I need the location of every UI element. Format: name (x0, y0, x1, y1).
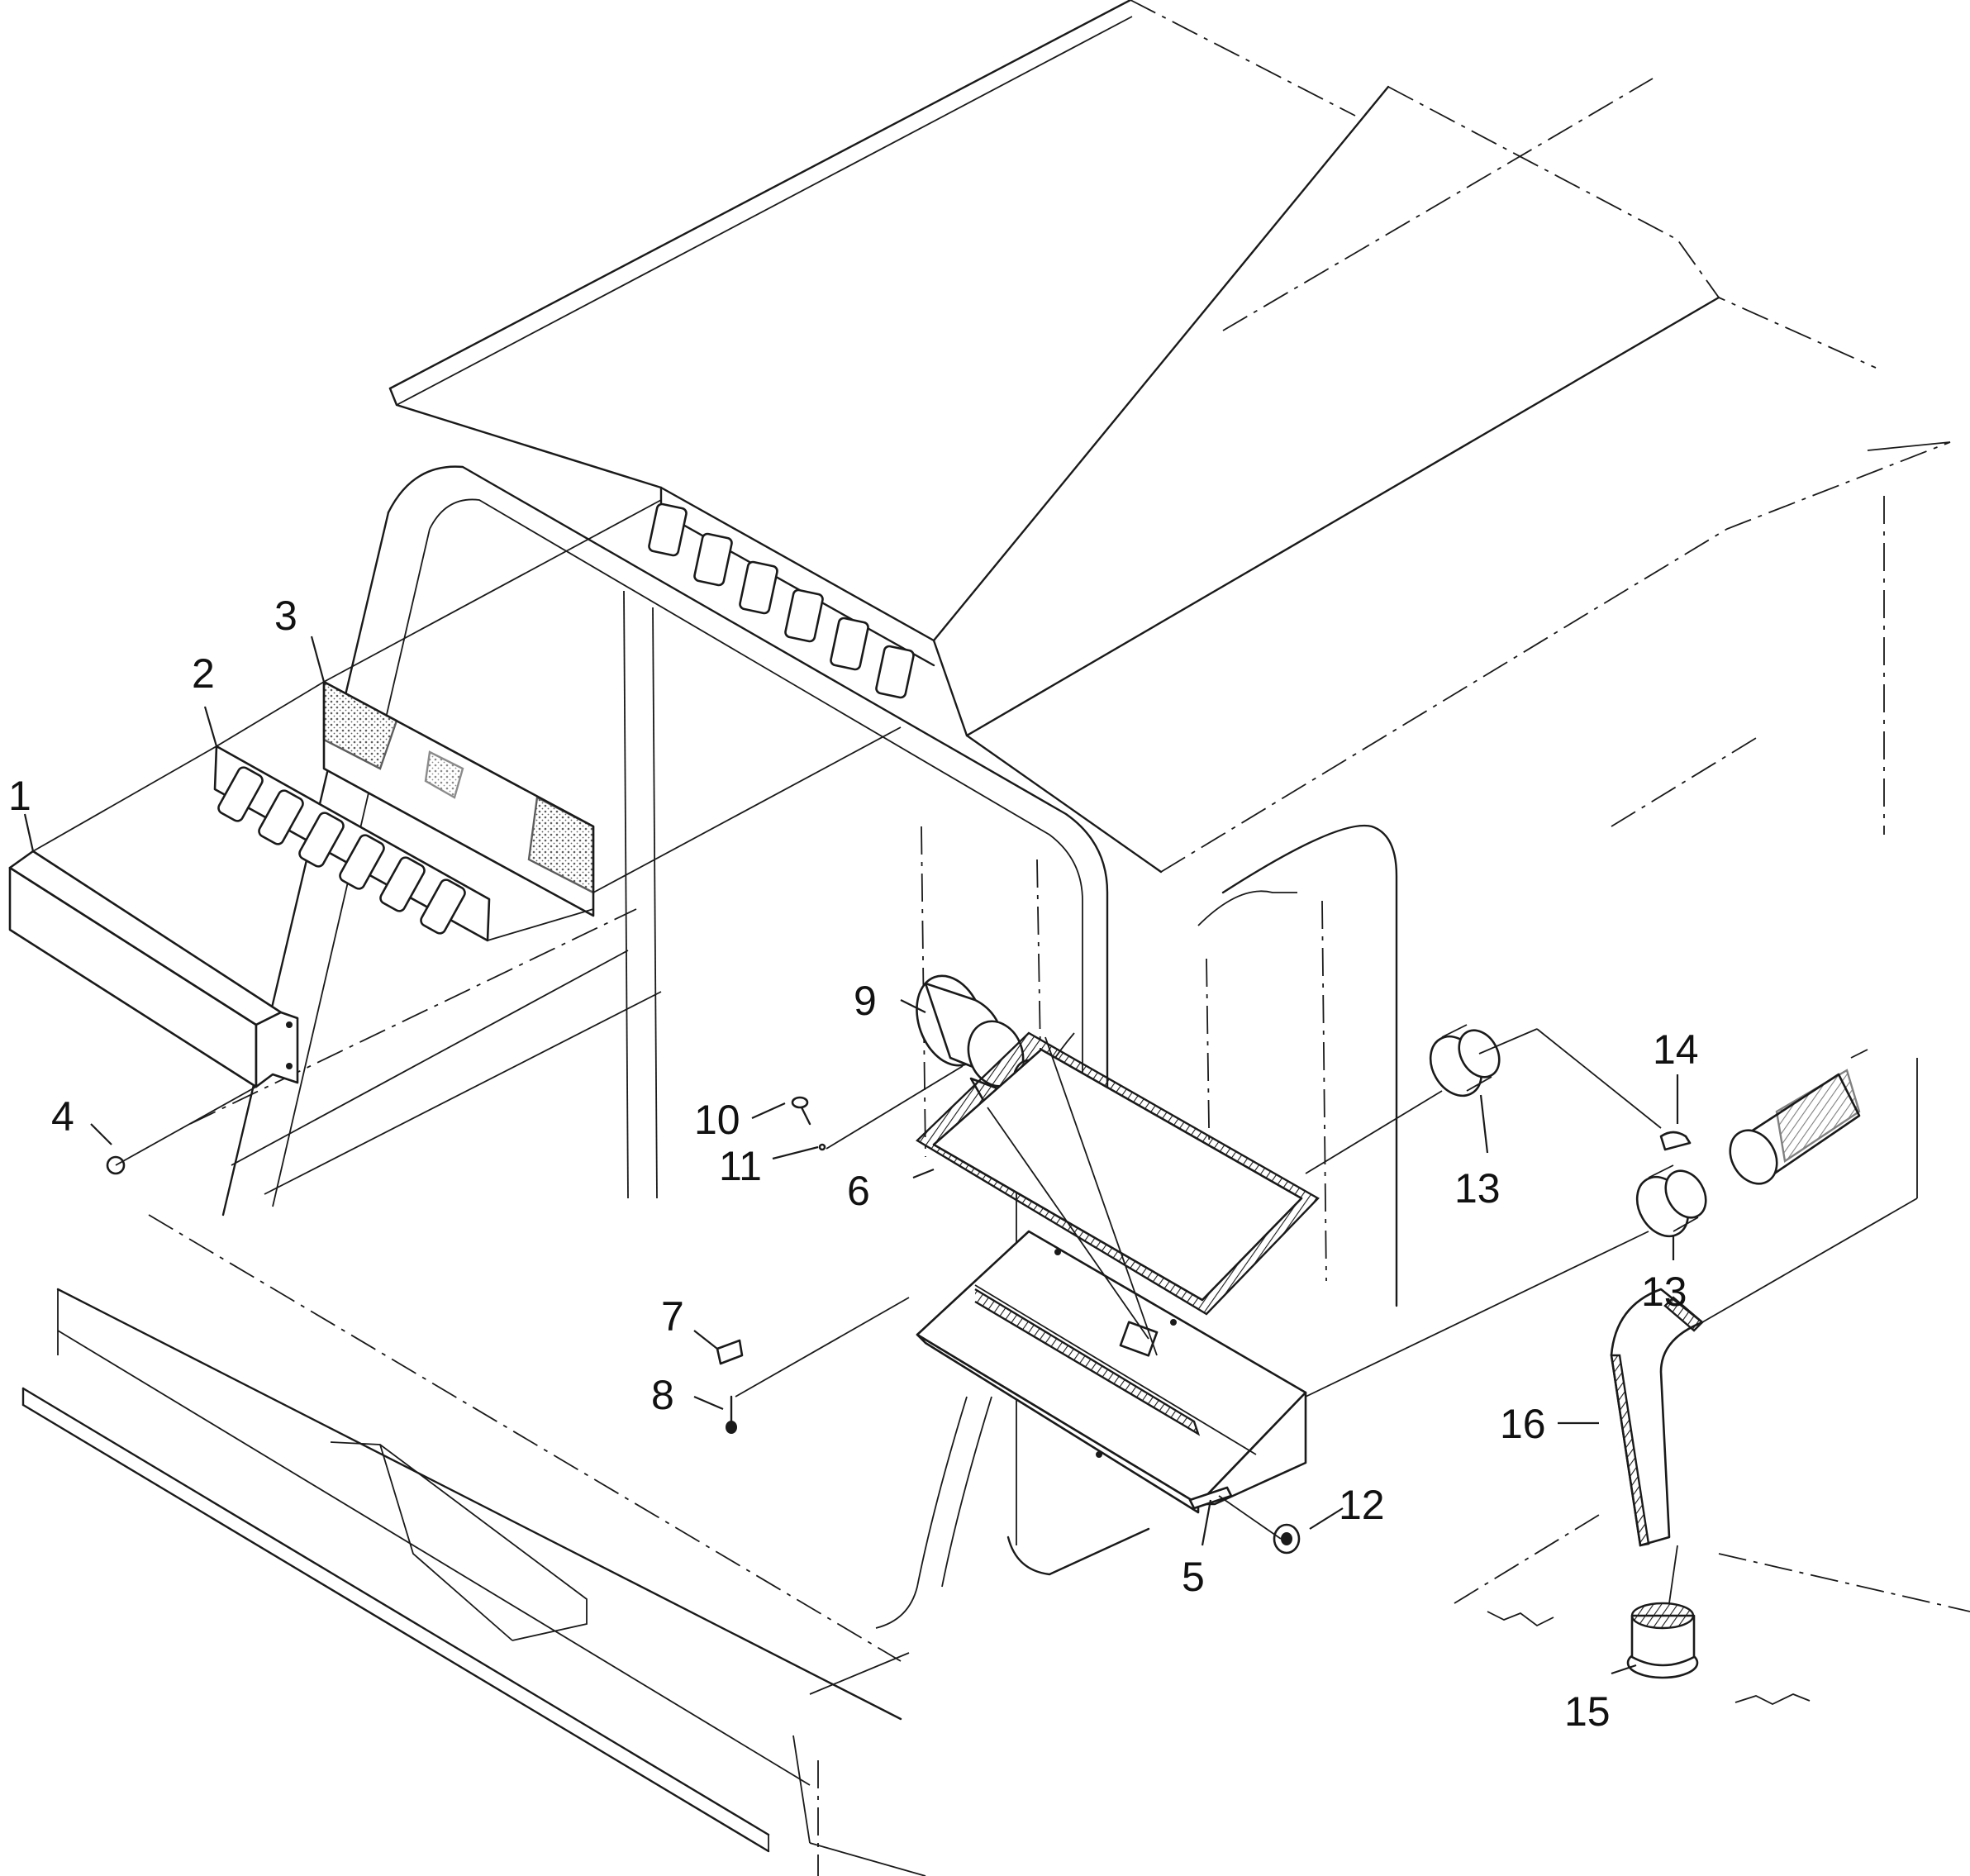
callout-8: 8 (651, 1372, 674, 1418)
callout-7: 7 (661, 1293, 684, 1340)
callout-13-lower: 13 (1641, 1269, 1687, 1315)
part-11-washer (818, 1143, 826, 1151)
part-15-floor-outlet (1626, 1602, 1699, 1679)
callout-13-upper: 13 (1454, 1165, 1501, 1212)
part-14-hose-clamp (1659, 1131, 1692, 1151)
cab-body (21, 0, 1970, 1876)
part-1-vent-housing (8, 850, 299, 1088)
part-13-duct-adapter-lower (1635, 1164, 1707, 1238)
part-2-louver-grille (213, 745, 491, 942)
part-8-screw (726, 1395, 737, 1434)
callout-16: 16 (1500, 1401, 1546, 1447)
callout-1: 1 (8, 773, 31, 819)
callout-5: 5 (1182, 1554, 1205, 1600)
callout-10: 10 (694, 1097, 740, 1143)
part-13-duct-adapter-upper (1429, 1024, 1501, 1098)
part-6-gasket (916, 1031, 1320, 1316)
assembly-lines (32, 499, 1918, 1604)
callout-4: 4 (51, 1093, 74, 1140)
callout-11: 11 (719, 1143, 762, 1189)
callout-leaders (23, 636, 1679, 1675)
callout-6: 6 (847, 1168, 870, 1214)
part-16-flexible-hose (1610, 1288, 1704, 1547)
roof-vent-louvers (648, 502, 915, 699)
callout-14: 14 (1653, 1026, 1699, 1073)
callout-9: 9 (854, 978, 877, 1024)
part-5-heater-box (916, 1230, 1307, 1514)
part-12-grommet (1273, 1523, 1301, 1555)
callout-2: 2 (192, 650, 215, 697)
part-7-clip (716, 1339, 744, 1365)
straight-hose (1729, 1069, 1861, 1185)
callout-3: 3 (274, 593, 297, 639)
callout-12: 12 (1339, 1482, 1385, 1528)
part-10-screw (791, 1096, 811, 1126)
callout-15: 15 (1564, 1688, 1611, 1735)
part-3-filter-screen (322, 679, 595, 917)
callout-labels: 1 2 3 4 5 6 7 8 9 10 11 12 13 13 14 15 1… (8, 593, 1699, 1735)
